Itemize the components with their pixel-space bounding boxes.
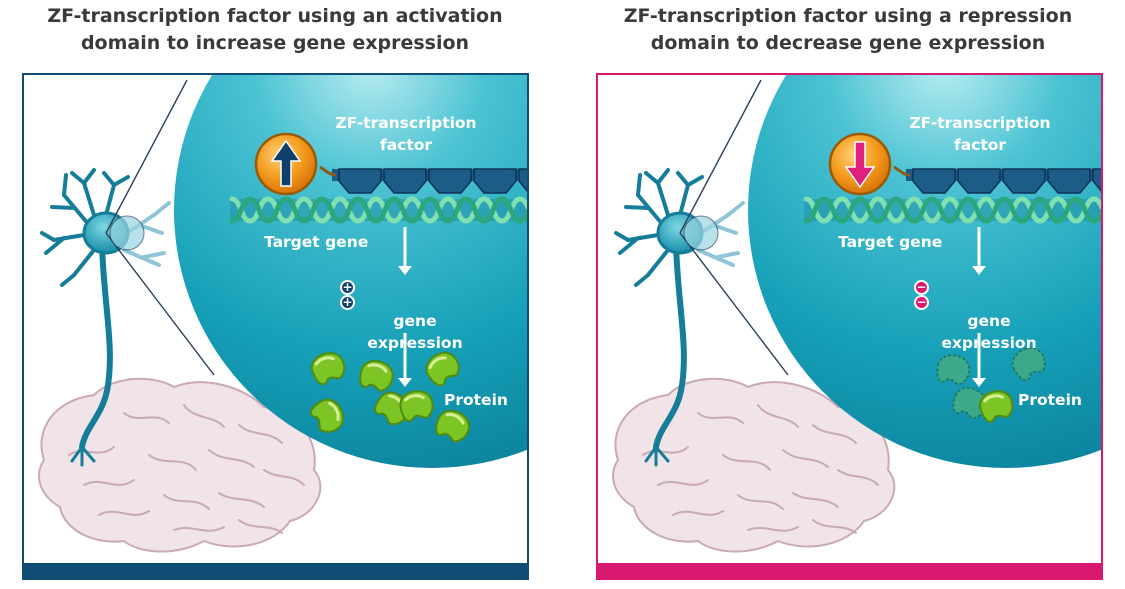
zinc-finger-array [906, 168, 1101, 194]
minus-sign-icon: − [914, 280, 929, 295]
plus-sign-icon: + [340, 280, 355, 295]
brain-icon [38, 377, 322, 553]
translation-arrow-head [972, 378, 986, 387]
target-gene-label: Target gene [264, 233, 369, 251]
dna-helix [229, 196, 527, 224]
domain-linker [893, 165, 911, 177]
inactive-protein [936, 354, 971, 386]
zf-label-line2: factor [953, 136, 1007, 154]
gene-expression-line1: ++ gene [340, 280, 490, 332]
bottom-accent-bar [24, 563, 527, 578]
repression-panel: ZF-transcription factor Target gene −− g… [596, 73, 1103, 580]
zf-transcription-factor-label: ZF-transcription factor [895, 112, 1065, 156]
protein-cluster [309, 351, 470, 443]
zinc-finger-array [332, 168, 527, 194]
protein-label: Protein [1018, 391, 1082, 409]
zoom-line [105, 232, 215, 376]
right-title-line2: domain to decrease gene expression [650, 32, 1046, 54]
inactive-protein [952, 386, 987, 420]
activation-illustration [24, 75, 527, 578]
gene-expression-label: −− gene expression [914, 280, 1064, 354]
plus-sign-icon: + [340, 295, 355, 310]
gene-word: gene [967, 312, 1011, 330]
gene-expression-label: ++ gene expression [340, 280, 490, 354]
zoom-source-circle [683, 215, 719, 251]
brain-icon [612, 377, 896, 553]
gene-expression-line2: expression [941, 334, 1037, 352]
protein-blob [399, 390, 434, 423]
translation-arrow-head [398, 378, 412, 387]
expression-arrow-head [972, 266, 986, 275]
gene-word: gene [393, 312, 437, 330]
left-title-line1: ZF-transcription factor using an activat… [47, 5, 503, 27]
protein-cluster [936, 346, 1046, 423]
protein-blob [359, 360, 394, 392]
right-title-line1: ZF-transcription factor using a repressi… [623, 5, 1073, 27]
zoom-line [679, 79, 762, 234]
domain-linker [319, 165, 337, 177]
left-title-line2: domain to increase gene expression [80, 32, 470, 54]
expression-arrow-head [398, 266, 412, 275]
arrow-up-icon [270, 139, 302, 187]
gene-expression-line1: −− gene [914, 280, 1064, 332]
dna-helix [803, 196, 1101, 224]
inactive-protein [1011, 346, 1046, 382]
right-panel-title: ZF-transcription factor using a repressi… [578, 3, 1118, 57]
protein-blob [435, 409, 470, 443]
zf-label-line1: ZF-transcription [909, 114, 1051, 132]
target-gene-label: Target gene [838, 233, 943, 251]
protein-blob [425, 351, 460, 387]
left-panel-title: ZF-transcription factor using an activat… [5, 3, 545, 57]
zoom-line [105, 79, 188, 234]
zf-label-line1: ZF-transcription [335, 114, 477, 132]
zf-transcription-factor-label: ZF-transcription factor [321, 112, 491, 156]
zoom-source-circle [109, 215, 145, 251]
protein-blob [310, 352, 346, 386]
repression-illustration [598, 75, 1101, 578]
protein-blob [309, 398, 345, 433]
minus-sign-icon: − [914, 295, 929, 310]
protein-label: Protein [444, 391, 508, 409]
bottom-accent-bar [598, 563, 1101, 578]
arrow-down-icon [844, 141, 876, 189]
activation-panel: ZF-transcription factor Target gene ++ g… [22, 73, 529, 580]
gene-expression-line2: expression [367, 334, 463, 352]
zoom-line [679, 232, 789, 376]
protein-blob [979, 390, 1014, 423]
zf-label-line2: factor [379, 136, 433, 154]
